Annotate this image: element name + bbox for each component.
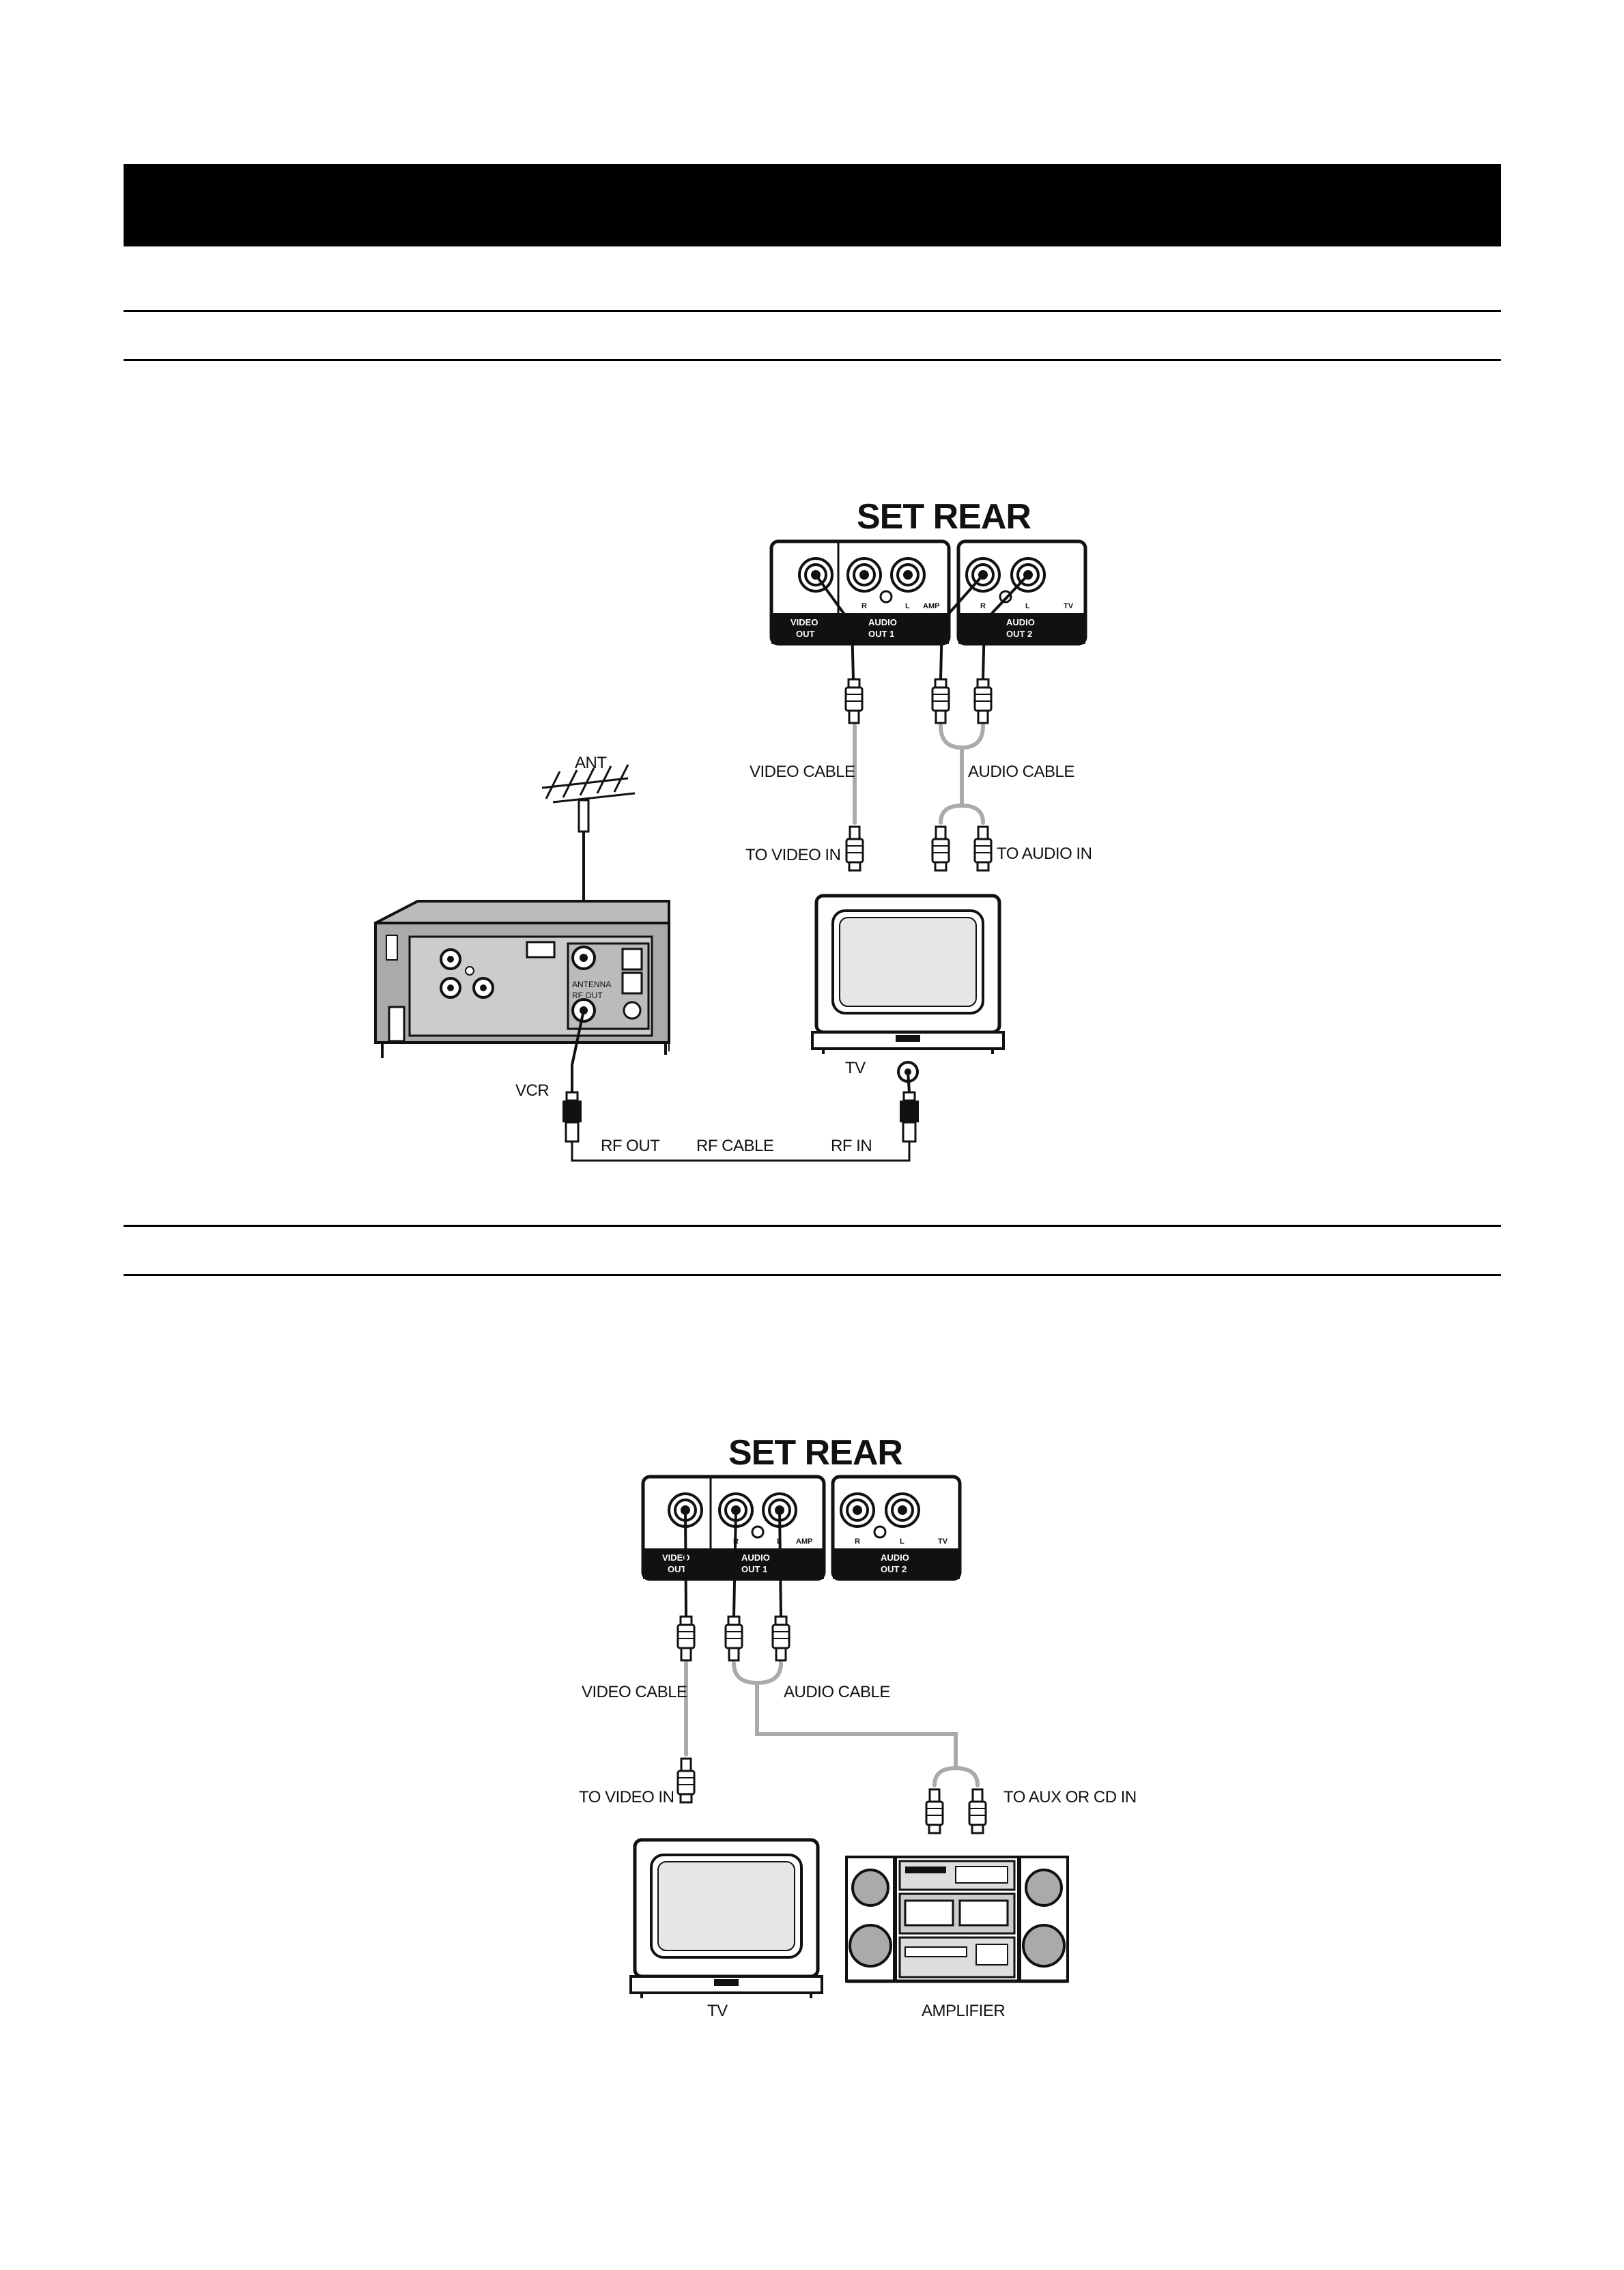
set-rear-panel-2: R L AMP R L TV VIDEO OUT AUDIO OUT 1 AUD…: [641, 1475, 962, 1581]
svg-text:R: R: [861, 602, 867, 610]
svg-text:AMP: AMP: [796, 1537, 812, 1546]
svg-text:R: R: [855, 1537, 860, 1546]
svg-text:AMP: AMP: [923, 602, 939, 610]
vcr-icon: ANTENNA RF OUT: [374, 900, 670, 1058]
section1-rule-top: [124, 310, 1501, 312]
audio-cable-label-2: AUDIO CABLE: [784, 1683, 890, 1701]
to-video-in-label: TO VIDEO IN: [745, 846, 840, 864]
section2-rule-bottom: [124, 1274, 1501, 1276]
svg-text:R: R: [980, 602, 986, 610]
audio-cable-2: [724, 1509, 987, 1834]
set-rear-panel: R L AMP R L TV VIDEO OUT AUDIO OUT 1 AUD…: [769, 539, 1087, 646]
svg-text:OUT 2: OUT 2: [881, 1564, 907, 1574]
header-bar: [124, 164, 1501, 246]
svg-text:VIDEO: VIDEO: [662, 1552, 689, 1563]
audio-cable-label: AUDIO CABLE: [968, 763, 1074, 781]
vcr-label: VCR: [515, 1081, 549, 1100]
video-cable: [814, 573, 864, 872]
svg-text:OUT: OUT: [668, 1564, 687, 1574]
video-cable-label: VIDEO CABLE: [750, 763, 855, 781]
svg-text:AUDIO: AUDIO: [868, 617, 897, 627]
svg-text:ANTENNA: ANTENNA: [572, 980, 611, 989]
svg-text:L: L: [1025, 602, 1030, 610]
video-cable-2: [676, 1509, 696, 1804]
svg-text:VIDEO: VIDEO: [790, 617, 818, 627]
svg-text:TV: TV: [1064, 602, 1074, 610]
to-audio-in-label: TO AUDIO IN: [997, 845, 1092, 863]
amplifier-icon: [845, 1856, 1069, 1983]
svg-text:AUDIO: AUDIO: [881, 1552, 909, 1563]
rf-out-label: RF OUT: [601, 1137, 660, 1155]
figure2: SET REAR R L AMP R L TV VIDE: [579, 1433, 1137, 2020]
rf-cable-label: RF CABLE: [696, 1137, 773, 1155]
svg-text:L: L: [905, 602, 910, 610]
tv-icon-2: [631, 1840, 822, 1998]
ant-label: ANT: [575, 754, 607, 772]
svg-text:RF OUT: RF OUT: [572, 991, 603, 1000]
rf-cable: [562, 1010, 919, 1162]
svg-text:AUDIO: AUDIO: [741, 1552, 770, 1563]
tv-label-2: TV: [707, 2002, 728, 2020]
audio-cable: [931, 573, 1029, 872]
figure1: SET REAR R L AMP R L TV: [374, 497, 1092, 1162]
audio-out1-l-jack-icon: [890, 557, 926, 593]
svg-text:TV: TV: [938, 1537, 948, 1546]
audio-out2-l-jack-icon-2: [885, 1492, 920, 1528]
rf-in-label: RF IN: [831, 1137, 872, 1155]
audio-out2-r-jack-icon-2: [840, 1492, 875, 1528]
figure1-title: SET REAR: [857, 497, 1031, 537]
amplifier-label: AMPLIFIER: [922, 2002, 1005, 2020]
section2-rule-top: [124, 1225, 1501, 1227]
svg-text:OUT: OUT: [796, 629, 815, 639]
to-aux-label: TO AUX OR CD IN: [1003, 1788, 1137, 1806]
tv-label: TV: [845, 1059, 866, 1077]
svg-text:L: L: [900, 1537, 904, 1546]
svg-text:AUDIO: AUDIO: [1006, 617, 1035, 627]
section1-rule-bottom: [124, 359, 1501, 361]
svg-text:OUT 2: OUT 2: [1006, 629, 1032, 639]
audio-out1-r-jack-icon: [846, 557, 882, 593]
tv-icon: [812, 896, 1003, 1054]
figure2-title: SET REAR: [728, 1433, 902, 1473]
video-cable-label-2: VIDEO CABLE: [582, 1683, 687, 1701]
svg-text:OUT 1: OUT 1: [868, 629, 894, 639]
to-video-in-label-2: TO VIDEO IN: [579, 1788, 674, 1806]
svg-text:OUT 1: OUT 1: [741, 1564, 767, 1574]
